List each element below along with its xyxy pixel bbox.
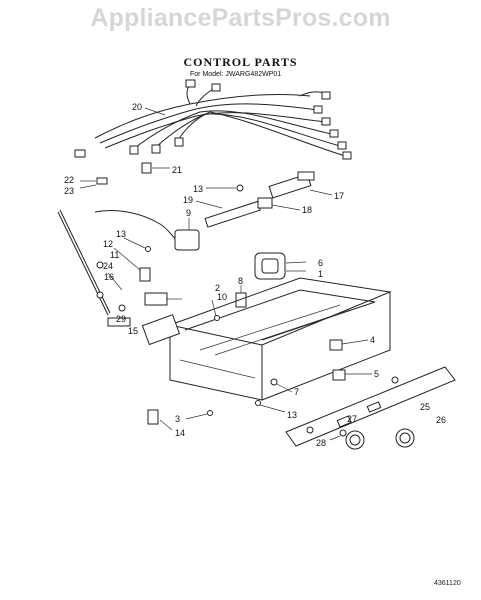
callout-15: 15 xyxy=(128,326,138,336)
callout-6: 6 xyxy=(318,258,323,268)
watermark: AppliancePartsPros.com xyxy=(90,4,391,32)
callout-10: 10 xyxy=(217,292,227,302)
mounting-screw xyxy=(270,378,293,393)
control-panel xyxy=(285,366,456,447)
callout-14: 14 xyxy=(175,428,185,438)
callout-17: 17 xyxy=(334,191,344,201)
callout-12: 12 xyxy=(103,239,113,249)
callout-2: 2 xyxy=(215,283,220,293)
callout-13a: 13 xyxy=(193,184,203,194)
left-hardware xyxy=(96,237,182,327)
lamp-socket xyxy=(235,285,247,308)
callout-23: 23 xyxy=(64,186,74,196)
callout-8: 8 xyxy=(238,276,243,286)
callout-27: 27 xyxy=(347,414,357,424)
callout-7: 7 xyxy=(294,387,299,397)
callout-13c: 13 xyxy=(287,410,297,420)
callout-29: 29 xyxy=(116,314,126,324)
callout-5: 5 xyxy=(374,369,379,379)
callout-3: 3 xyxy=(175,414,180,424)
callout-16: 16 xyxy=(104,272,114,282)
callout-13b: 13 xyxy=(116,229,126,239)
callout-25: 25 xyxy=(420,402,430,412)
callout-22: 22 xyxy=(64,175,74,185)
defrost-sensor-assembly xyxy=(195,171,333,228)
defrost-timer xyxy=(254,252,307,280)
callout-28: 28 xyxy=(316,438,326,448)
thermostat xyxy=(94,210,200,251)
callout-9: 9 xyxy=(186,208,191,218)
diagram-title: CONTROL PARTS xyxy=(183,55,298,69)
callout-21: 21 xyxy=(172,165,182,175)
callout-20: 20 xyxy=(132,102,142,112)
wire-clip xyxy=(141,162,170,174)
callout-1: 1 xyxy=(318,269,323,279)
lower-screw xyxy=(255,400,286,413)
wire-harness xyxy=(74,79,352,160)
right-brackets xyxy=(329,339,372,381)
callout-11: 11 xyxy=(110,250,119,260)
control-knobs xyxy=(329,428,415,450)
callout-26: 26 xyxy=(436,415,446,425)
callout-labels: 20 21 22 23 13 19 17 18 9 13 12 11 24 16… xyxy=(64,102,446,448)
model-subtitle: For Model: JWARG482WP01 xyxy=(190,71,282,78)
callout-18: 18 xyxy=(302,205,312,215)
callout-4: 4 xyxy=(370,335,375,345)
document-number: 4361120 xyxy=(434,580,461,587)
control-housing xyxy=(141,277,392,401)
callout-19: 19 xyxy=(183,195,193,205)
callout-24: 24 xyxy=(103,261,113,271)
bottom-clip xyxy=(147,409,213,431)
